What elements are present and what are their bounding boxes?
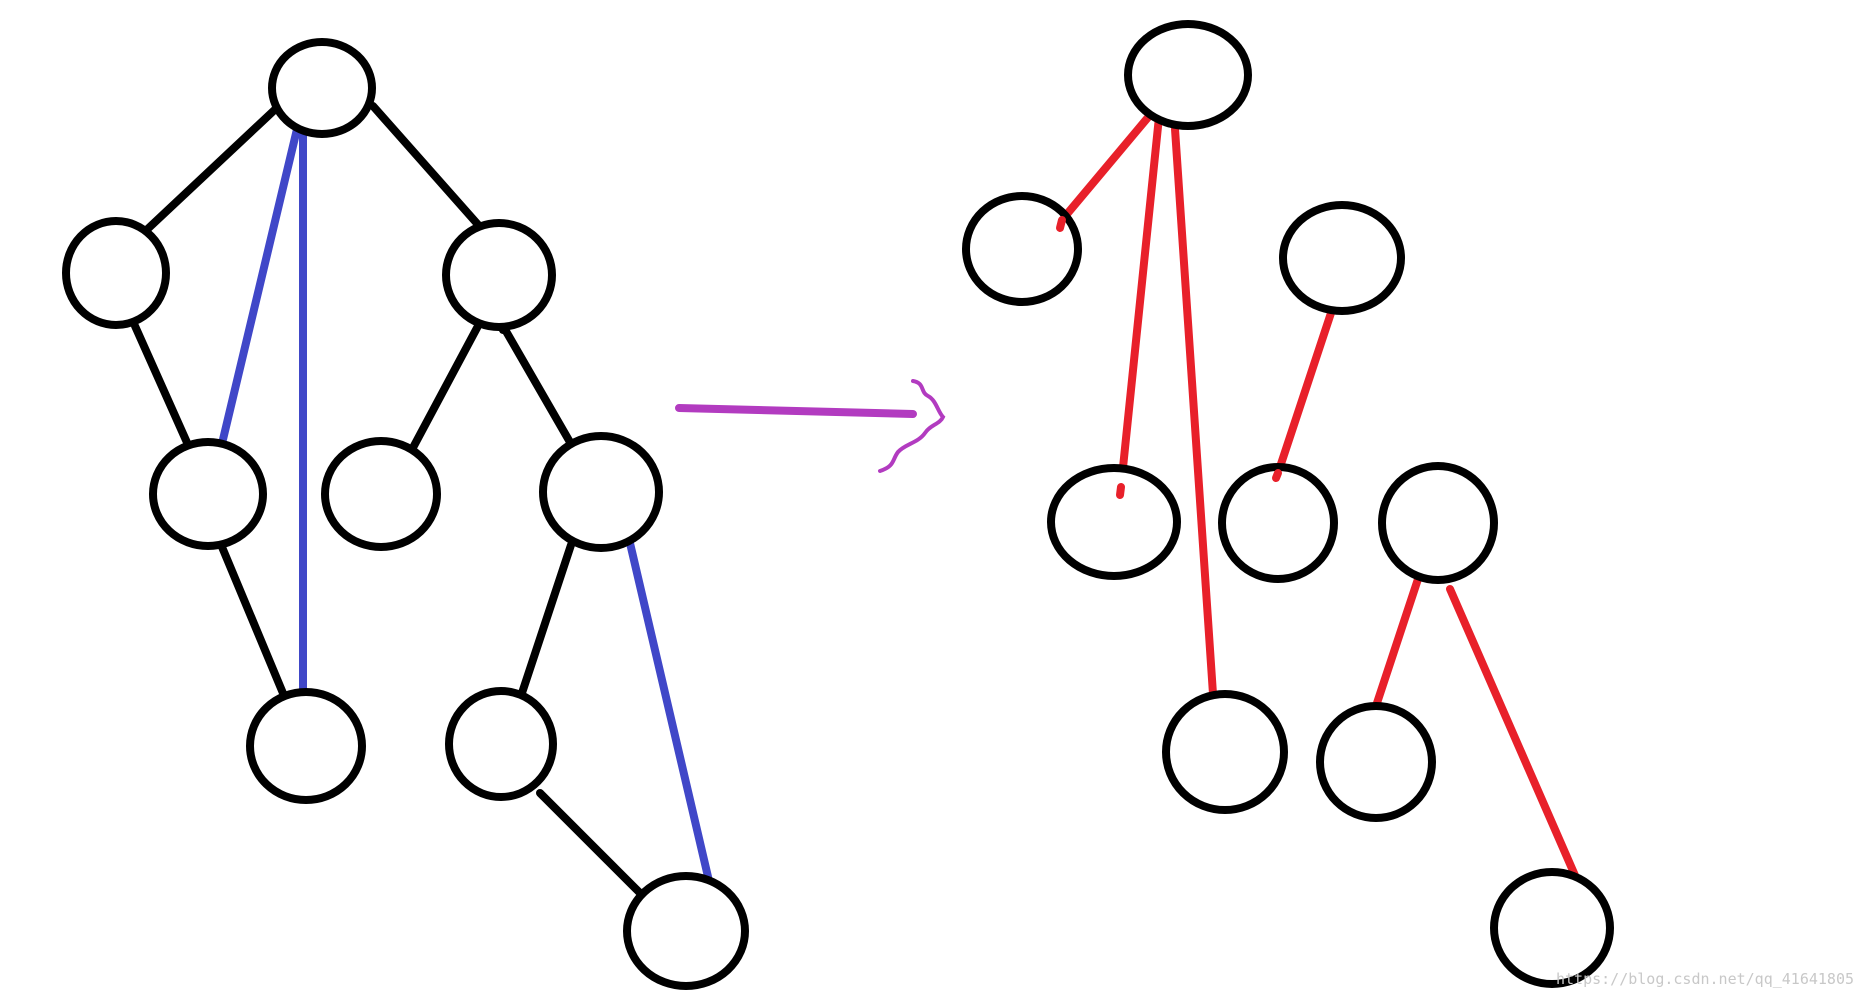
right-node-b-child — [1218, 463, 1338, 583]
left-tree-nodes — [62, 38, 749, 990]
left-tree-added-edges — [216, 121, 713, 885]
right-node-a-child3 — [1162, 690, 1288, 814]
left-node-r4 — [623, 872, 749, 990]
left-node-r3a — [445, 687, 557, 801]
right-forest-edges — [1058, 111, 1581, 884]
right-forest-nodes — [962, 20, 1614, 988]
right-node-b — [1279, 201, 1405, 315]
right-node-c — [1378, 462, 1498, 584]
left-node-l2 — [149, 438, 267, 550]
watermark-text: https://blog.csdn.net/qq_41641805 — [1555, 970, 1854, 988]
edge-r1-r2b — [499, 322, 582, 460]
red-edge-c-child2 — [1446, 585, 1581, 884]
right-node-a-child2 — [1047, 464, 1181, 580]
left-node-r2b — [539, 432, 663, 552]
left-node-root — [268, 38, 376, 138]
red-edge-a-child1 — [1058, 111, 1154, 224]
left-node-r1 — [442, 219, 556, 331]
red-accent-2 — [1116, 483, 1125, 499]
edge-accents — [1056, 216, 1282, 499]
right-node-c-child2 — [1490, 868, 1614, 988]
edge-r2b-r3a — [515, 541, 575, 706]
arrow-right-icon — [675, 379, 946, 473]
blue-edge-r2b-r4 — [622, 522, 713, 885]
red-edge-c-child1 — [1372, 569, 1424, 710]
red-edge-a-child2 — [1117, 113, 1163, 491]
edge-root-right — [369, 102, 485, 232]
right-node-c-child1 — [1316, 702, 1436, 822]
blue-edge-root-l2 — [216, 121, 302, 456]
edge-r3a-r4 — [536, 789, 655, 908]
arrow-squiggle — [878, 379, 946, 473]
red-edge-b-child — [1274, 309, 1335, 477]
edge-r1-r2a — [404, 322, 482, 461]
right-node-a — [1124, 20, 1252, 130]
left-node-r2a — [321, 437, 441, 551]
red-accent-3 — [1272, 469, 1282, 482]
left-node-l3 — [246, 688, 366, 804]
right-node-a-child1 — [962, 192, 1082, 306]
left-node-l1 — [62, 217, 170, 329]
red-accent-1 — [1056, 216, 1066, 232]
arrow-shaft — [675, 404, 917, 418]
edge-l1-l2 — [131, 322, 193, 451]
edge-l2-l3 — [218, 543, 289, 702]
edge-root-left — [134, 98, 287, 242]
red-edge-a-child3 — [1171, 125, 1217, 698]
